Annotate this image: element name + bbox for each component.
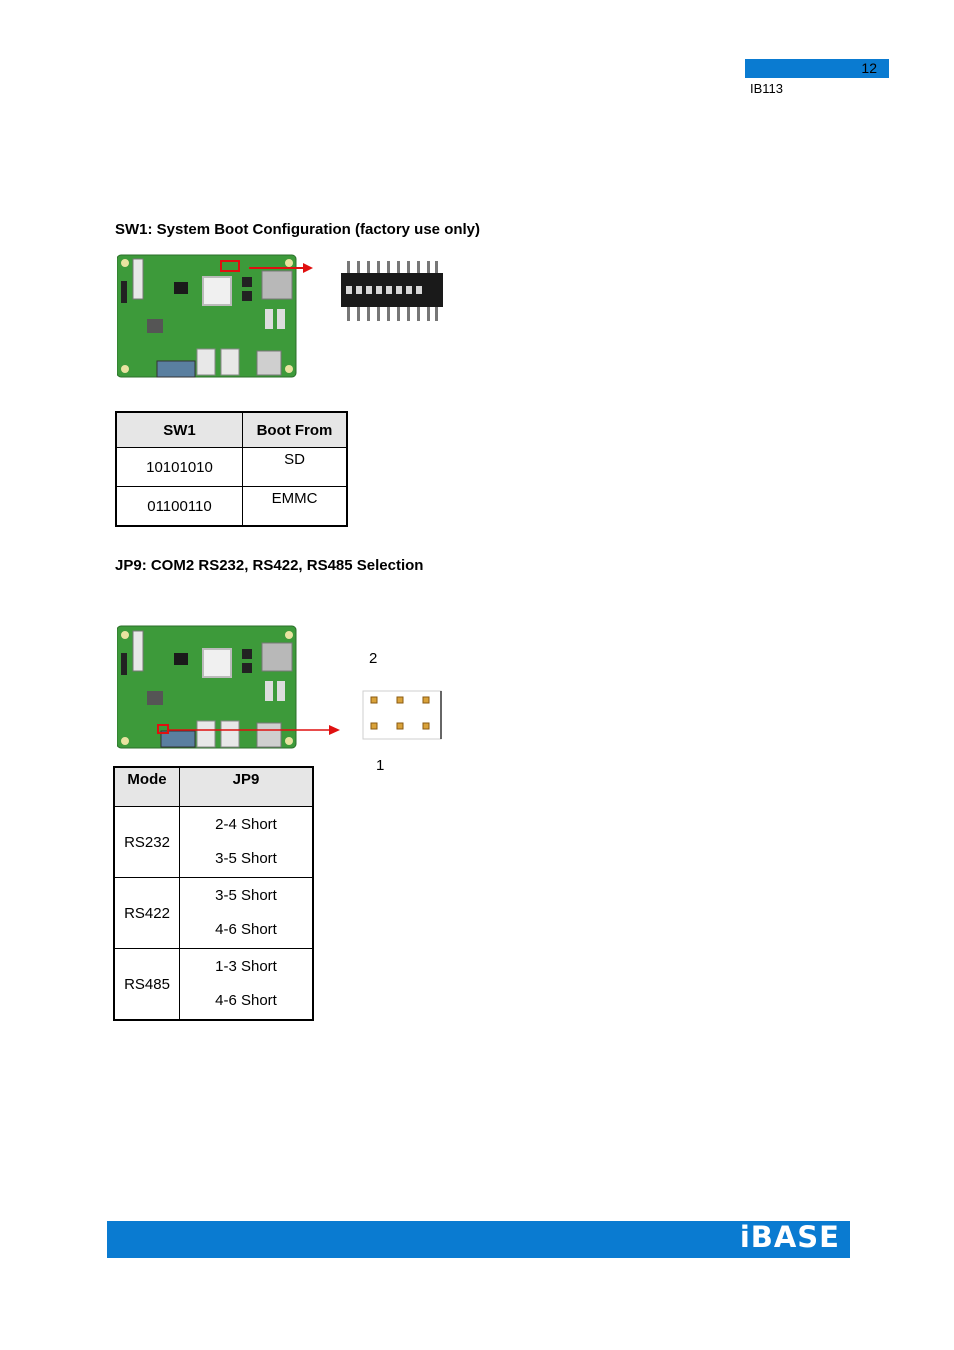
pointer-arrow xyxy=(168,725,340,735)
sw1-board-diagram xyxy=(117,254,443,378)
jp9-heading: JP9: COM2 RS232, RS422, RS485 Selection xyxy=(115,557,424,574)
jumper-setting: 1-3 Short xyxy=(215,958,277,975)
jumper-setting-cell: 1-3 Short 4-6 Short xyxy=(179,948,314,1021)
mode-cell: RS422 xyxy=(113,877,180,949)
sw1-heading: SW1: System Boot Configuration (factory … xyxy=(115,221,481,238)
mode-cell: RS485 xyxy=(113,948,180,1021)
table-row: 10101010 SD xyxy=(115,447,348,487)
jumper-pin-header-image xyxy=(362,690,442,740)
pointer-arrow xyxy=(249,263,313,273)
jumper-setting: 3-5 Short xyxy=(215,850,277,867)
model-name: IB113 xyxy=(750,81,784,96)
jumper-setting: 2-4 Short xyxy=(215,816,277,833)
footer-bar: iBASE xyxy=(107,1220,850,1258)
jp9-board-diagram xyxy=(117,625,442,749)
boot-source-cell: EMMC xyxy=(242,486,348,527)
table-row: RS485 1-3 Short 4-6 Short xyxy=(113,948,314,1021)
boot-source-cell: SD xyxy=(242,447,348,487)
table-row: RS232 2-4 Short 3-5 Short xyxy=(113,806,314,878)
mode-col-header: Mode xyxy=(113,766,180,807)
pcb-board-image xyxy=(117,625,297,749)
ibase-logo: iBASE xyxy=(739,1220,840,1254)
sw1-table: SW1 Boot From 10101010 SD 01100110 EMMC xyxy=(115,411,348,527)
jumper-setting: 4-6 Short xyxy=(215,921,277,938)
page-number-badge: 12 xyxy=(745,59,889,78)
sw1-setting-cell: 10101010 xyxy=(115,447,243,487)
pcb-board-image xyxy=(117,254,297,378)
table-row: 01100110 EMMC xyxy=(115,486,348,527)
mode-cell: RS232 xyxy=(113,806,180,878)
jp9-col-header: JP9 xyxy=(179,766,314,807)
dip-switch-image xyxy=(341,261,443,321)
pin-label-1: 1 xyxy=(376,757,385,774)
jumper-setting-cell: 3-5 Short 4-6 Short xyxy=(179,877,314,949)
jumper-setting: 3-5 Short xyxy=(215,887,277,904)
sw1-setting-cell: 01100110 xyxy=(115,486,243,527)
jp9-table: Mode JP9 RS232 2-4 Short 3-5 Short RS422… xyxy=(113,766,314,1021)
pin-label-2: 2 xyxy=(369,650,378,667)
boot-from-col-header: Boot From xyxy=(242,411,348,448)
table-row: RS422 3-5 Short 4-6 Short xyxy=(113,877,314,949)
jumper-setting-cell: 2-4 Short 3-5 Short xyxy=(179,806,314,878)
sw1-col-header: SW1 xyxy=(115,411,243,448)
page-number: 12 xyxy=(861,60,877,76)
jumper-setting: 4-6 Short xyxy=(215,992,277,1009)
